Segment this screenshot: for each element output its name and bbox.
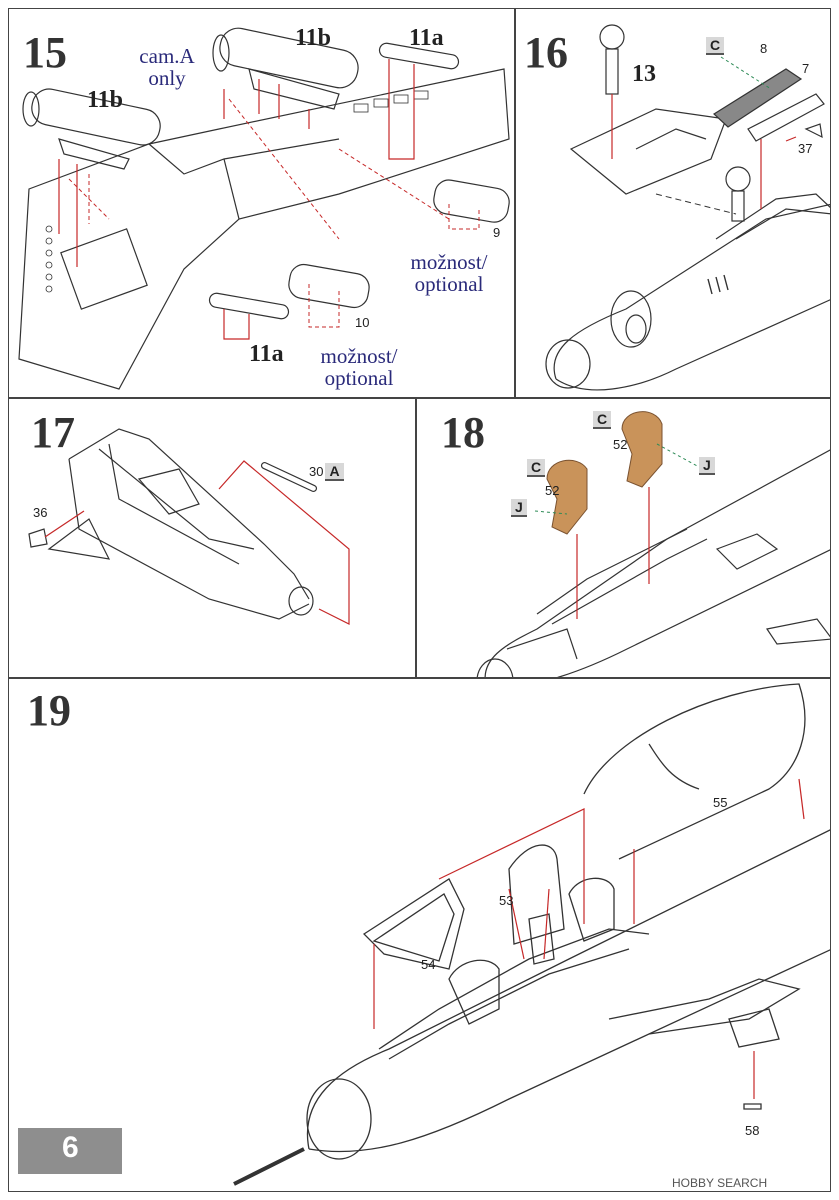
step-number: 17	[31, 408, 75, 457]
color-code: A	[325, 463, 344, 481]
note-line: cam.A	[139, 44, 195, 68]
part-label-54: 54	[421, 957, 436, 972]
part-label-36: 36	[33, 505, 48, 520]
part-label-7: 7	[802, 61, 810, 76]
part-label-10: 10	[355, 315, 370, 330]
step-number: 19	[27, 686, 71, 735]
part-label-11b: 11b	[295, 25, 332, 51]
note-optional: možnost/ optional	[397, 251, 501, 295]
watermark: HOBBY SEARCH	[672, 1176, 768, 1190]
note-cam-a-only: cam.A only	[127, 45, 207, 89]
note-line: optional	[414, 272, 484, 296]
part-label-53: 53	[499, 893, 514, 908]
note-optional: možnost/ optional	[307, 345, 411, 389]
page-number-box	[18, 1128, 122, 1174]
step-number: 18	[441, 408, 485, 457]
step-15-panel: 15 cam.A only 11b 11a 11b 11a 9 10 možno…	[8, 8, 515, 398]
part-label-52: 52	[613, 437, 628, 452]
part-label-55: 55	[713, 795, 728, 810]
color-code: J	[511, 499, 527, 517]
part-label-11b: 11b	[87, 87, 124, 113]
step-15-illustration	[18, 27, 510, 390]
note-line: možnost/	[410, 250, 488, 274]
color-callout-j: J	[699, 457, 715, 475]
part-number: 30	[309, 464, 324, 479]
note-line: možnost/	[320, 344, 398, 368]
part-label-37: 37	[798, 141, 813, 156]
seat-shapes	[546, 411, 663, 535]
part-label-58: 58	[745, 1123, 760, 1138]
color-code: J	[699, 457, 715, 475]
part-label-52: 52	[545, 483, 560, 498]
part-label-11a: 11a	[249, 341, 284, 367]
color-code: C	[527, 459, 546, 477]
color-callout-j: J	[511, 499, 527, 517]
page-number: 6	[62, 1131, 79, 1164]
step-16-illustration	[545, 24, 830, 391]
color-callout-c: C	[593, 411, 612, 429]
step-19-panel: 19 55 53 54 58	[8, 678, 831, 1192]
color-callout-c: C	[527, 459, 546, 477]
part-label-8: 8	[760, 41, 768, 56]
step-17-illustration	[28, 428, 350, 625]
step-18-illustration	[476, 411, 830, 677]
step-19-illustration	[233, 683, 830, 1186]
step-number: 16	[524, 28, 568, 77]
part-label-11a: 11a	[409, 25, 444, 51]
part-label-13: 13	[632, 61, 656, 87]
part-label-9: 9	[493, 225, 501, 240]
step-18-panel: 18 C 52 J C 52 J	[416, 398, 831, 678]
note-line: optional	[324, 366, 394, 390]
note-line: only	[148, 66, 186, 90]
color-code: C	[593, 411, 612, 429]
color-code: C	[706, 37, 725, 55]
step-16-panel: 16 13 C 8 7 37	[515, 8, 831, 398]
color-callout-c: C	[706, 37, 725, 55]
step-number: 15	[23, 28, 67, 77]
